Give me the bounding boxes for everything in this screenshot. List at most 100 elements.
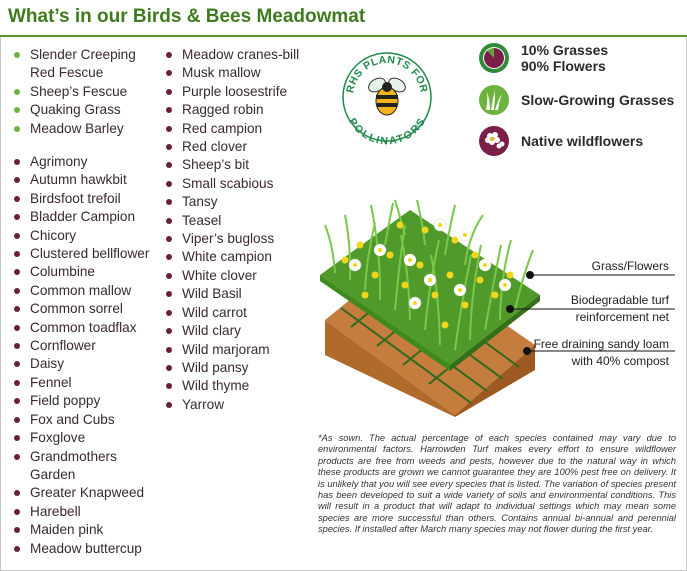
- list-item: Chicory: [8, 227, 150, 245]
- bullet-icon: [166, 70, 172, 77]
- rhs-badge: RHS PLANTS FOR POLLINATORS ®: [342, 52, 432, 145]
- feature-line-1: 10% Grasses: [521, 42, 609, 58]
- list-item: Red clover: [160, 138, 299, 156]
- page-title: What’s in our Birds & Bees Meadowmat: [8, 6, 366, 27]
- bullet-icon: [14, 490, 20, 497]
- list-item-label: Columbine: [30, 264, 95, 280]
- bullet-icon: [14, 195, 20, 202]
- list-item: Sheep’s Fescue: [8, 83, 150, 101]
- list-item: Agrimony: [8, 153, 150, 171]
- list-item-label: Slender Creeping Red Fescue: [30, 47, 136, 81]
- list-item-label: Tansy: [182, 194, 218, 210]
- bee-icon: [368, 77, 406, 116]
- list-item-label: Common mallow: [30, 282, 132, 298]
- list-item: Wild carrot: [160, 304, 299, 322]
- layer-label-text: reinforcement net: [575, 310, 669, 324]
- layer-label-text: with 40% compost: [571, 354, 669, 368]
- bullet-icon: [14, 269, 20, 276]
- list-item-label: Meadow cranes-bill: [182, 47, 300, 62]
- daisy-flowers: [348, 218, 512, 310]
- list-item-label: Yarrow: [182, 396, 225, 412]
- bullet-icon: [166, 162, 172, 169]
- bullet-icon: [166, 401, 172, 408]
- list-item: Common sorrel: [8, 300, 150, 318]
- list-item-label: Viper’s bugloss: [182, 231, 275, 247]
- bullet-icon: [166, 199, 172, 206]
- list-item-label: Greater Knapweed: [30, 485, 145, 501]
- bullet-icon: [14, 251, 20, 258]
- list-item-label: Wild Basil: [182, 286, 242, 302]
- list-item-label: Teasel: [182, 212, 222, 228]
- bullet-icon: [14, 361, 20, 368]
- list-item-label: Cornflower: [30, 338, 96, 354]
- bullet-icon: [166, 291, 172, 298]
- list-item: Columbine: [8, 263, 150, 281]
- title-bar: What’s in our Birds & Bees Meadowmat: [0, 0, 687, 37]
- list-item: Greater Knapweed: [8, 484, 150, 502]
- list-item-label: Field poppy: [30, 393, 101, 409]
- list-item-label: Birdsfoot trefoil: [30, 190, 121, 206]
- list-item-label: Grandmothers Garden: [30, 448, 117, 482]
- list-item-label: Wild thyme: [182, 378, 250, 394]
- list-item-label: Sheep’s bit: [182, 157, 250, 173]
- bullet-icon: [166, 328, 172, 335]
- bullet-icon: [14, 508, 20, 515]
- list-item-label: Meadow buttercup: [30, 540, 142, 556]
- list-item: Foxglove: [8, 429, 150, 447]
- list-item-label: Fox and Cubs: [30, 411, 115, 427]
- list-item-label: Wild pansy: [182, 359, 249, 375]
- list-item-label: Sheep’s Fescue: [30, 83, 128, 99]
- bullet-icon: [14, 287, 20, 294]
- list-item-label: Quaking Grass: [30, 102, 121, 118]
- list-item: Purple loosestrife: [160, 83, 299, 101]
- layer-label-text: Grass/Flowers: [591, 259, 669, 273]
- bullet-icon: [166, 52, 172, 58]
- feature-slow-grasses: Slow-Growing Grasses: [478, 84, 674, 116]
- list-item-label: Small scabious: [182, 175, 274, 191]
- bullet-icon: [14, 453, 20, 460]
- bullet-icon: [14, 52, 20, 58]
- list-item-label: Harebell: [30, 503, 81, 519]
- list-item-label: Maiden pink: [30, 522, 104, 538]
- leader-lines: [510, 274, 675, 352]
- bullet-icon: [14, 416, 20, 423]
- disclaimer-note: *As sown. The actual percentage of each …: [318, 433, 676, 535]
- bullet-icon: [166, 125, 172, 132]
- list-item: Birdsfoot trefoil: [8, 190, 150, 208]
- layer-label-text: Biodegradable turf: [570, 293, 669, 307]
- bullet-icon: [166, 254, 172, 261]
- list-item-label: Wild clary: [182, 323, 241, 339]
- list-item: White clover: [160, 267, 299, 285]
- bullet-icon: [14, 398, 20, 405]
- list-item-label: Red clover: [182, 139, 247, 155]
- feature-line-2: 90% Flowers: [521, 58, 606, 74]
- bullet-icon: [14, 232, 20, 239]
- list-item-label: Wild marjoram: [182, 341, 270, 357]
- pie-chart-icon: [478, 42, 510, 74]
- list-item-label: Foxglove: [30, 430, 86, 446]
- bullet-icon: [166, 309, 172, 316]
- list-item: Common toadflax: [8, 319, 150, 337]
- list-item-label: Fennel: [30, 374, 72, 390]
- bullet-icon: [166, 217, 172, 224]
- grass-blades: [324, 199, 534, 351]
- list-item: Harebell: [8, 503, 150, 521]
- list-item: Grandmothers Garden: [8, 448, 150, 485]
- list-item: Yarrow: [160, 396, 299, 414]
- feature-grass-flower-ratio: 10% Grasses 90% Flowers: [478, 42, 608, 74]
- list-item-label: Common toadflax: [30, 319, 137, 335]
- list-item-label: Agrimony: [30, 154, 88, 169]
- list-item: Cornflower: [8, 337, 150, 355]
- yellow-flowers: [341, 221, 514, 329]
- bullet-icon: [166, 272, 172, 279]
- bullet-icon: [14, 379, 20, 386]
- bullet-icon: [166, 383, 172, 390]
- list-item: Fennel: [8, 374, 150, 392]
- list-item: Bladder Campion: [8, 208, 150, 226]
- list-item: Common mallow: [8, 282, 150, 300]
- bullet-icon: [14, 435, 20, 442]
- layer-label-grass-flowers: Grass/Flowers: [592, 258, 669, 275]
- list-item: Slender Creeping Red Fescue: [8, 46, 150, 83]
